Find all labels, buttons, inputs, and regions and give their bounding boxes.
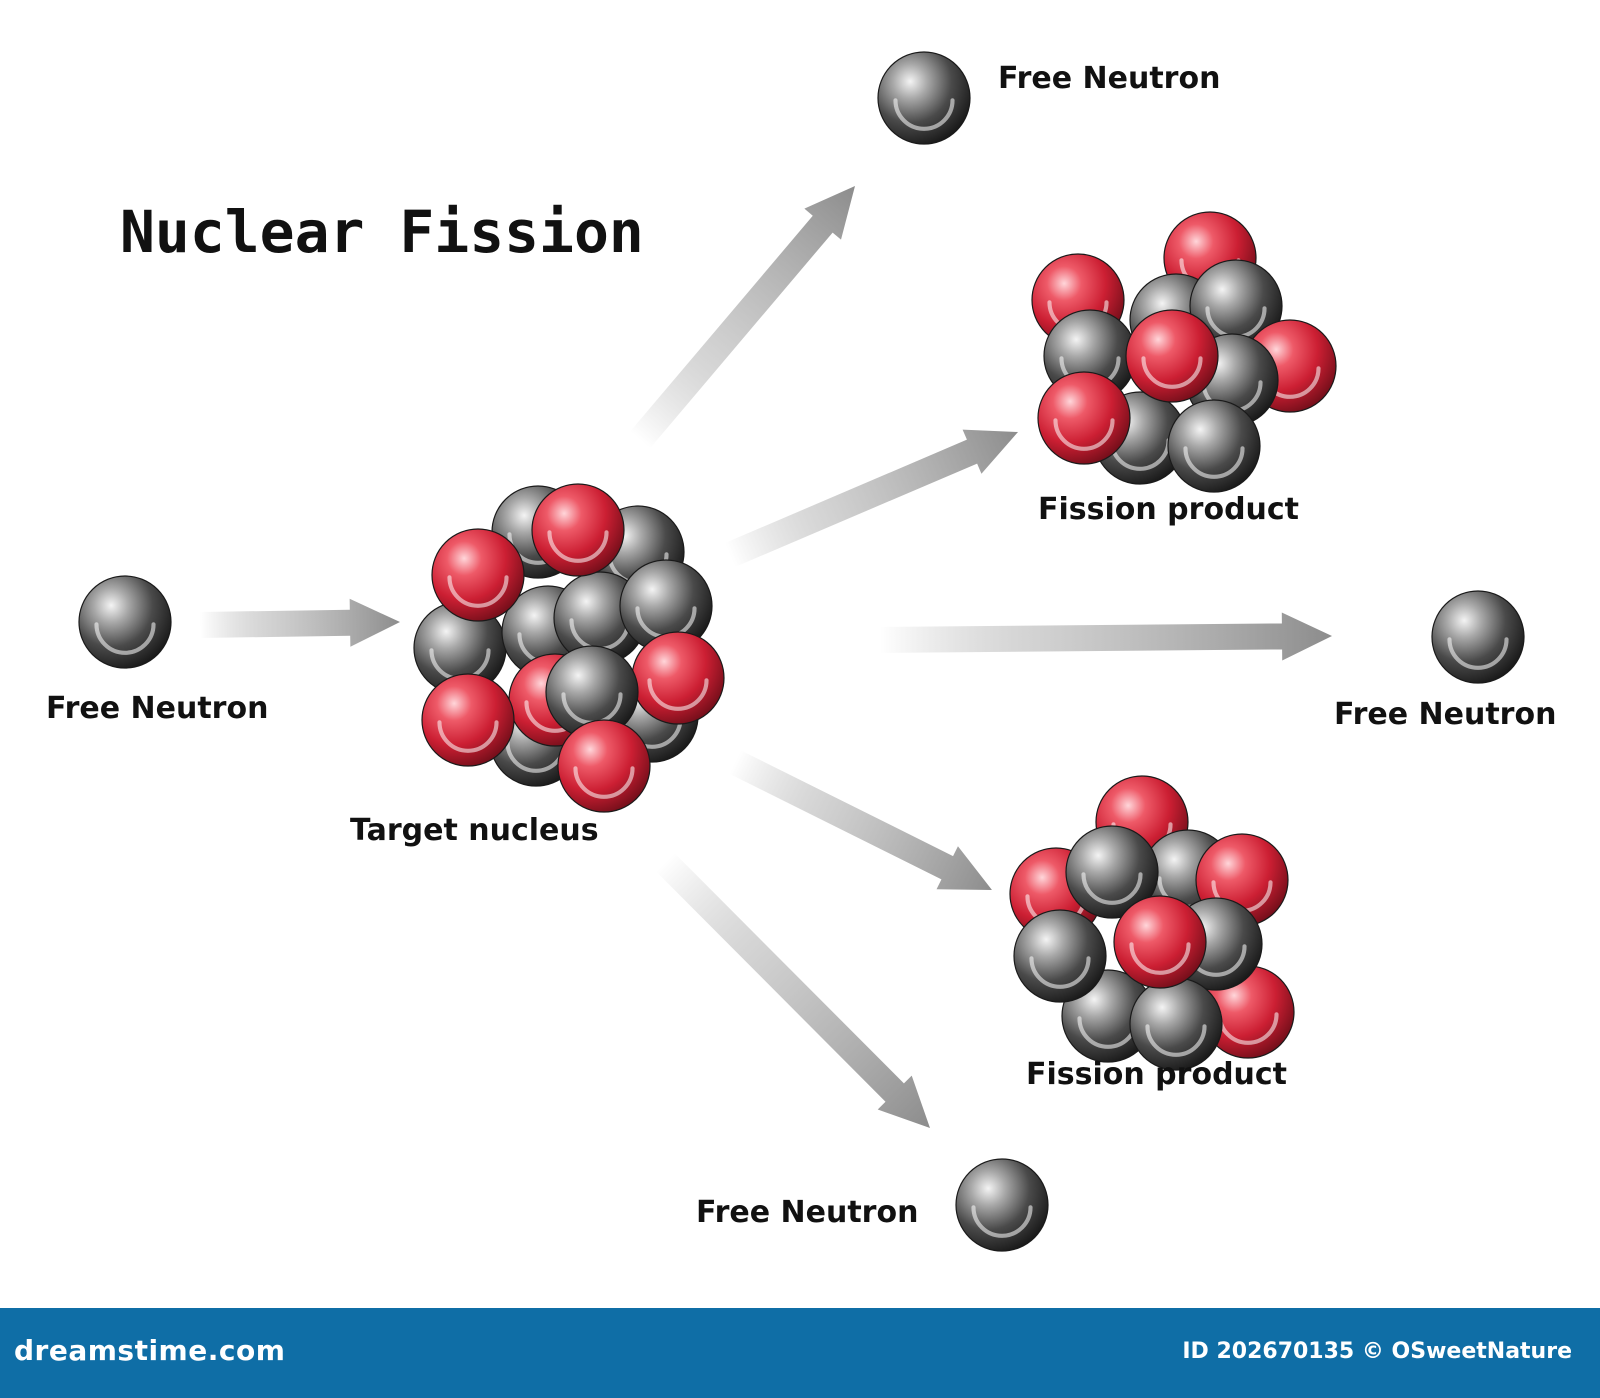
proton-14 <box>421 673 515 767</box>
free-neutron-right <box>1431 590 1525 684</box>
arrow-to-top-neutron <box>630 185 856 449</box>
label-free-neutron-top: Free Neutron <box>998 61 1220 96</box>
footer-bar: dreamstime.com ID 202670135 © OSweetNatu… <box>0 1308 1600 1398</box>
proton-12 <box>631 631 725 725</box>
particles <box>78 51 1525 1252</box>
footer-site-name[interactable]: dreamstime.com <box>14 1334 286 1367</box>
label-free-neutron-right: Free Neutron <box>1334 697 1556 732</box>
neutron-8 <box>1013 909 1107 1003</box>
arrows <box>199 185 1333 1128</box>
arrow-to-bottom-product <box>729 750 992 890</box>
nuclear-fission-diagram: Nuclear Fission Free Neutron Target nucl… <box>46 51 1556 1252</box>
proton-11 <box>1037 371 1131 465</box>
free-neutron-top <box>877 51 971 145</box>
proton-10 <box>1125 309 1219 403</box>
label-target-nucleus: Target nucleus <box>350 813 599 848</box>
neutron-9 <box>1167 399 1261 493</box>
arrow-to-bottom-neutron <box>655 852 930 1128</box>
fission-product-top <box>1031 211 1337 493</box>
label-fission-product-bottom: Fission product <box>1026 1057 1287 1092</box>
label-free-neutron-incoming: Free Neutron <box>46 691 268 726</box>
proton-9 <box>431 528 525 622</box>
neutron-7 <box>1065 825 1159 919</box>
free-neutron-incoming <box>78 575 172 669</box>
footer-credit: ID 202670135 © OSweetNature <box>1182 1339 1572 1364</box>
fission-product-bottom <box>1009 775 1295 1071</box>
free-neutron-bottom <box>955 1158 1049 1252</box>
proton-11 <box>1113 895 1207 989</box>
target-nucleus <box>413 483 725 813</box>
proton-15 <box>557 719 651 813</box>
neutron-13 <box>545 645 639 739</box>
arrow-to-top-product <box>724 429 1018 567</box>
arrow-incoming <box>199 598 400 647</box>
label-free-neutron-bottom: Free Neutron <box>696 1195 918 1230</box>
arrow-to-right-neutron <box>879 612 1333 661</box>
proton-10 <box>531 483 625 577</box>
diagram-title: Nuclear Fission <box>120 198 644 266</box>
label-fission-product-top: Fission product <box>1038 492 1299 527</box>
